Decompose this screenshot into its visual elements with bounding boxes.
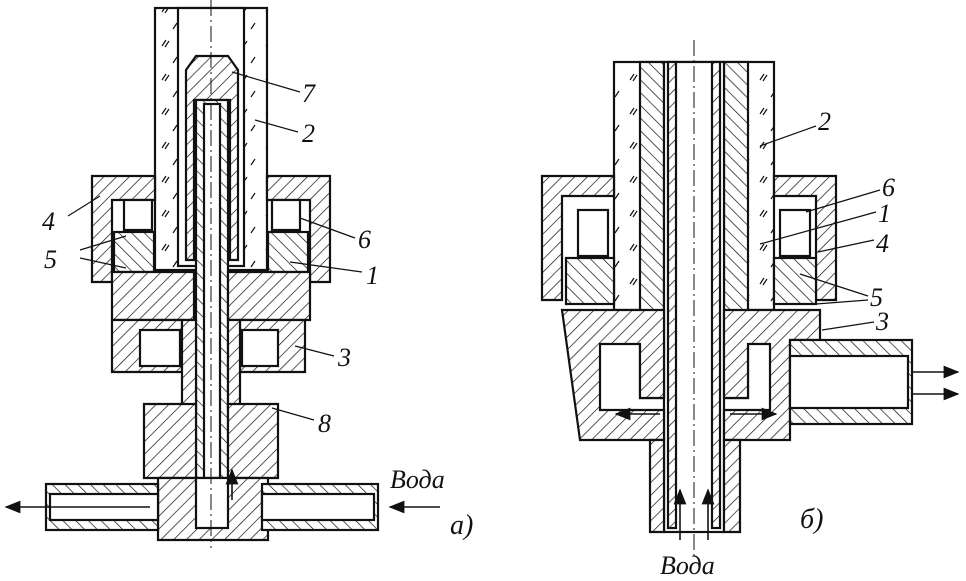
- caption-a: а): [450, 510, 473, 541]
- inlet-stub-b-right: [722, 438, 742, 534]
- callout-2-b: 2: [818, 107, 831, 136]
- callout-4-b: 4: [876, 229, 889, 258]
- body-part-1-a: [110, 270, 196, 322]
- leader-2-a: [254, 119, 299, 133]
- union-nut-4-b-left: [540, 174, 616, 302]
- callout-1-b: 1: [878, 199, 891, 228]
- callout-5-a: 5: [44, 245, 57, 274]
- body-part-1-a-right: [226, 270, 312, 322]
- seal-ring-6-a-left: [122, 198, 154, 232]
- callout-1-a: 1: [366, 261, 379, 290]
- leader-4-a: [67, 195, 101, 217]
- union-nut-4-a: [90, 174, 157, 284]
- view-a: [4, 0, 440, 548]
- callout-4-a: 4: [42, 207, 55, 236]
- caption-b: б): [800, 504, 823, 535]
- callout-6-b: 6: [882, 173, 895, 202]
- inner-tube-b-left: [666, 60, 678, 530]
- inner-tube-bore-a: [202, 102, 222, 532]
- fitting-8-a: [142, 402, 198, 480]
- stem-a-right: [226, 318, 242, 412]
- gasket-5-b-left: [564, 256, 616, 306]
- nut-3-a-cavity-right: [240, 328, 280, 368]
- leader-5a-b: [799, 273, 869, 297]
- seal-ring-6-b-right: [778, 208, 812, 258]
- stem-a-left: [180, 318, 198, 412]
- callout-8-a: 8: [318, 409, 331, 438]
- gasket-5-b-right: [772, 256, 818, 306]
- inlet-pipe-a-bore: [260, 492, 376, 522]
- callout-5-b: 5: [870, 283, 883, 312]
- leader-5b-b: [815, 299, 869, 305]
- seal-ring-6-a-right: [270, 198, 302, 232]
- fitting-8-a-right: [226, 402, 280, 480]
- body-part-1-b: [560, 308, 666, 442]
- leader-3-b: [821, 321, 875, 331]
- outlet-pipe-b-bore: [788, 354, 910, 410]
- leader-3-a: [294, 345, 335, 357]
- tee-a-bore: [194, 476, 230, 530]
- leader-1-b: [759, 211, 877, 245]
- seal-ring-6-b-left: [576, 208, 610, 258]
- callout-3-b: 3: [875, 307, 889, 336]
- leader-1-a: [289, 261, 363, 273]
- leader-2-b: [759, 125, 817, 147]
- leader-8-a: [271, 407, 315, 421]
- inlet-stub-b: [648, 438, 666, 534]
- callout-2-a: 2: [302, 119, 315, 148]
- leader-6-b: [805, 189, 881, 213]
- gasket-5-a-right: [266, 230, 310, 274]
- water-label-b: Вода: [660, 551, 715, 580]
- callout-6-a: 6: [358, 225, 371, 254]
- leader-5b-a: [79, 257, 127, 269]
- tip-part-7-a: [184, 54, 240, 262]
- water-label-a: Вода: [390, 465, 445, 494]
- view-b: [540, 40, 960, 560]
- leader-4-b: [817, 239, 875, 253]
- inner-tube-b-right: [710, 60, 722, 530]
- leader-5a-a: [79, 235, 127, 251]
- leader-6-a: [299, 217, 356, 239]
- leader-7-a: [231, 71, 301, 93]
- nut-3-a-cavity-left: [138, 328, 182, 368]
- callout-3-a: 3: [337, 343, 351, 372]
- callout-7-a: 7: [302, 79, 316, 108]
